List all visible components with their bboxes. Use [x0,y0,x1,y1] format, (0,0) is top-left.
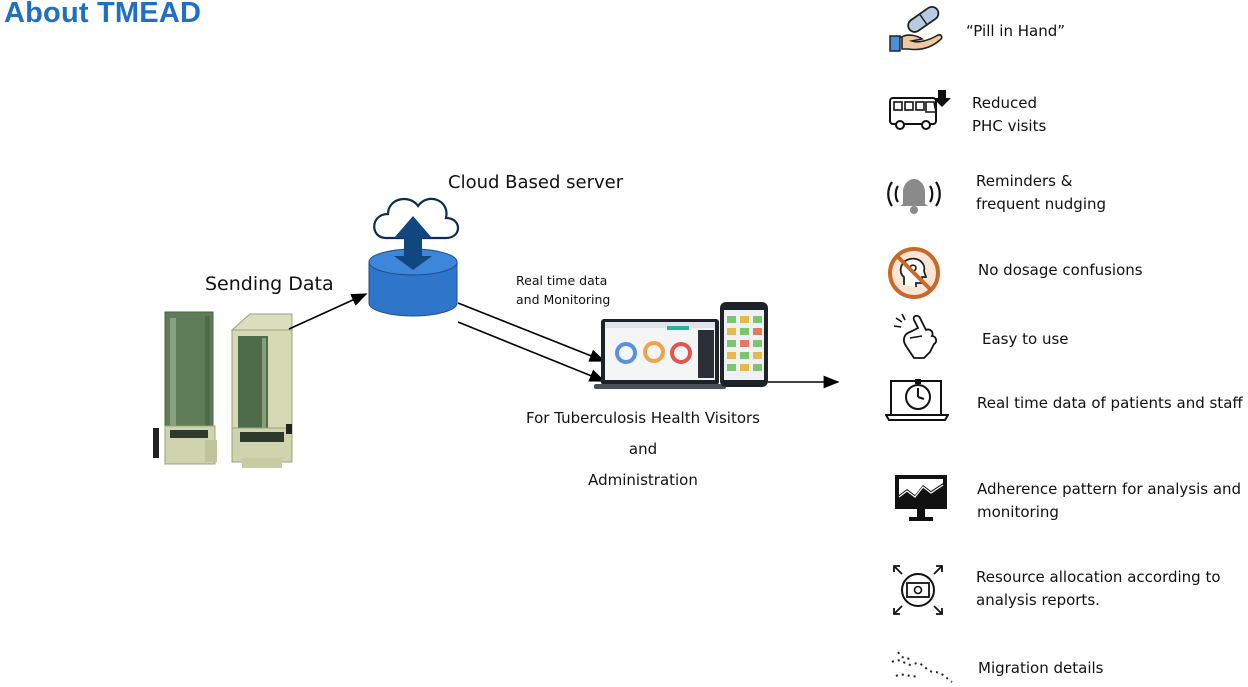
migration-path-icon [891,651,953,683]
feature-realtime-data-line1: Real time data of patients and staff [977,394,1243,412]
feature-no-confusion-line1: No dosage confusions [978,261,1143,279]
feature-migration-line1: Migration details [978,659,1104,677]
system-diagram [153,197,840,468]
arrow-to-cloud [288,293,368,330]
feature-resource-allocation-line1: Resource allocation according to [976,568,1221,586]
arrow-realtime-2 [457,321,606,382]
feature-migration: Migration details [978,657,1103,680]
finger-snap-icon [893,313,938,359]
realtime-label-line1: Real time data [516,273,608,288]
dispenser-device-side [230,313,293,468]
cloud-server-label: Cloud Based server [448,172,624,193]
dashboard-laptop-icon [594,319,726,389]
feature-reminders: Reminders & frequent nudging [976,170,1106,216]
feature-resource-allocation: Resource allocation according to analysi… [976,566,1221,612]
laptop-stopwatch-icon [885,379,949,421]
feature-easy-to-use-line1: Easy to use [982,330,1069,348]
dispenser-device-front [153,311,217,465]
audience-label-line2: Administration [588,471,698,489]
resource-allocation-icon [893,565,943,615]
feature-pill-in-hand: “Pill in Hand” [966,20,1065,43]
cloud-server-icon [368,197,460,317]
monitor-chart-icon [895,475,947,521]
feature-no-confusion: No dosage confusions [978,259,1143,282]
feature-resource-allocation-line2: analysis reports. [976,591,1100,609]
realtime-label-line2: and Monitoring [516,292,611,307]
feature-adherence: Adherence pattern for analysis and monit… [977,478,1241,524]
feature-easy-to-use: Easy to use [982,328,1069,351]
bus-down-icon [889,90,951,130]
feature-reduced-visits-line2: PHC visits [972,117,1047,135]
feature-reduced-visits-line1: Reduced [972,94,1038,112]
feature-adherence-line1: Adherence pattern for analysis and [977,480,1242,498]
realtime-monitoring-label: Real time data and Monitoring [516,271,610,309]
ringing-bell-icon [887,179,941,214]
pill-in-hand-icon [889,5,943,52]
feature-reminders-line2: frequent nudging [976,195,1107,213]
feature-adherence-line2: monitoring [977,503,1059,521]
no-confusion-icon [888,247,940,299]
feature-reminders-line1: Reminders & [976,172,1073,190]
arrow-realtime-1 [457,302,606,362]
feature-pill-in-hand-line1: “Pill in Hand” [966,22,1066,40]
sending-data-label: Sending Data [205,273,334,295]
dashboard-phone-icon [720,302,768,387]
feature-reduced-visits: Reduced PHC visits [972,92,1046,138]
page-title: About TMEAD [4,0,202,29]
audience-label: For Tuberculosis Health Visitors and Adm… [518,403,768,496]
audience-label-line1: For Tuberculosis Health Visitors and [526,409,760,458]
feature-realtime-data: Real time data of patients and staff [977,392,1243,415]
